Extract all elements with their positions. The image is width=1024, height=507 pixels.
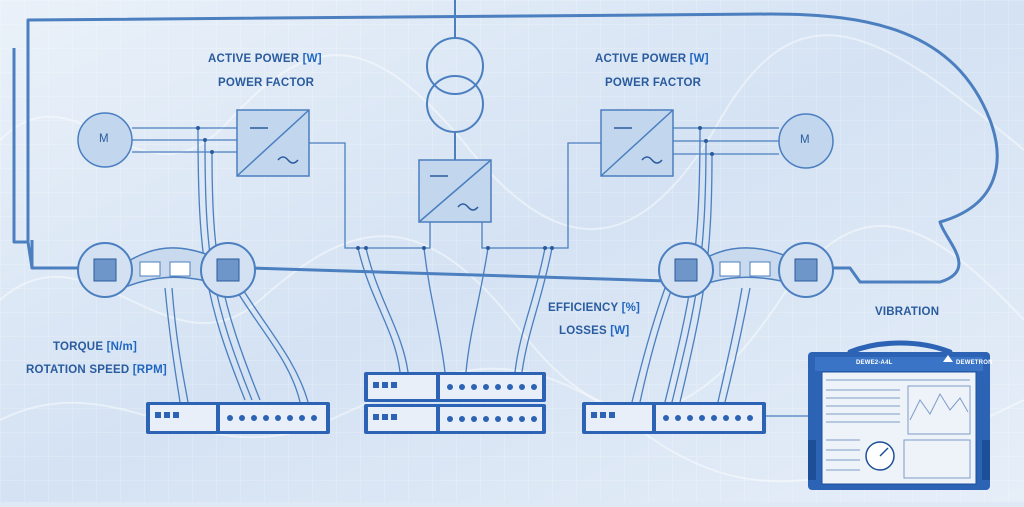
rotation-speed-unit: [RPM]: [132, 364, 167, 376]
transformer-icon: [426, 0, 484, 160]
efficiency-text: EFFICIENCY: [548, 302, 619, 314]
right-active-power-unit: [W]: [689, 53, 709, 65]
torque-text: TORQUE: [53, 341, 104, 353]
right-motor-label: M: [800, 134, 810, 146]
left-bogie-icon: [77, 242, 256, 298]
torque-unit: [N/m]: [106, 341, 137, 353]
right-active-power-text: ACTIVE POWER: [595, 53, 687, 65]
losses-label: LOSSES [W]: [559, 325, 629, 337]
losses-text: LOSSES: [559, 325, 607, 337]
right-converter-icon: [600, 109, 674, 177]
train-body-outline: [12, 12, 999, 284]
right-daq-module-icon: [582, 402, 766, 434]
left-daq-module-icon: [146, 402, 330, 434]
center-converter-icon: [418, 159, 492, 223]
left-active-power-text: ACTIVE POWER: [208, 53, 300, 65]
left-converter-icon: [236, 109, 310, 177]
left-active-power-label: ACTIVE POWER [W]: [208, 53, 322, 65]
tap-points: [196, 126, 714, 250]
efficiency-unit: [%]: [621, 302, 641, 314]
left-power-factor-label: POWER FACTOR: [218, 77, 315, 89]
left-motor-label: M: [99, 133, 109, 145]
rotation-speed-label: ROTATION SPEED [RPM]: [26, 364, 167, 376]
rotation-speed-text: ROTATION SPEED: [26, 364, 130, 376]
right-active-power-label: ACTIVE POWER [W]: [595, 53, 709, 65]
torque-label: TORQUE [N/m]: [53, 341, 137, 353]
instrument-model-label: DEWE2-A4L: [856, 360, 893, 366]
vibration-label: VIBRATION: [875, 306, 940, 318]
right-power-factor-label: POWER FACTOR: [605, 77, 702, 89]
dewetron-logo-icon: [943, 355, 953, 362]
left-active-power-unit: [W]: [302, 53, 322, 65]
measurement-instrument-icon: [808, 340, 990, 490]
right-bogie-icon: [658, 242, 834, 298]
center-daq-module-icon: [364, 372, 546, 434]
losses-unit: [W]: [610, 325, 630, 337]
efficiency-label: EFFICIENCY [%]: [548, 302, 640, 314]
instrument-brand-label: DEWETRON: [956, 360, 993, 366]
